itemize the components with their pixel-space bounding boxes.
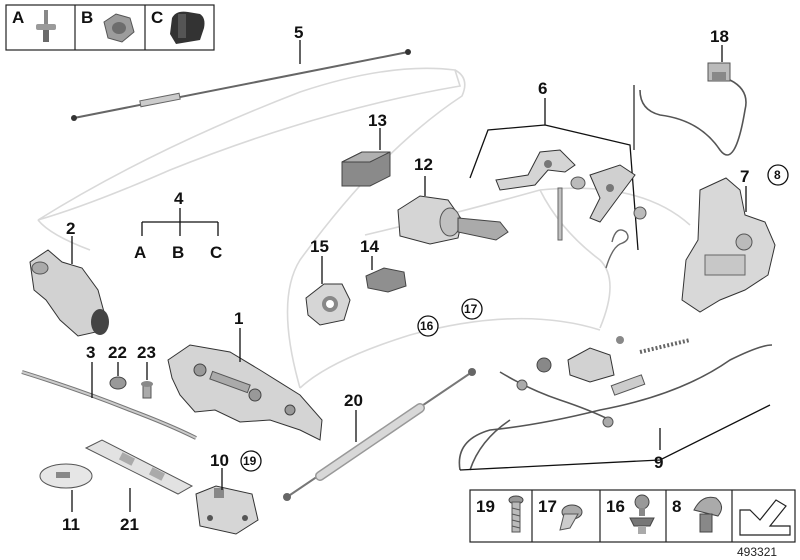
- legend-top: A B C: [5, 4, 215, 51]
- callout-5: 5: [294, 23, 303, 42]
- part-10-hinge-plate: [195, 468, 259, 535]
- svg-text:17: 17: [464, 302, 478, 316]
- legend-bottom: 19 17 16 8: [469, 489, 796, 543]
- part-9-release-cable: [458, 336, 773, 471]
- legend-letter-b: B: [81, 8, 93, 27]
- callout-18: 18: [710, 27, 729, 46]
- ball-stud-icon: [629, 494, 655, 534]
- callout-4: 4: [174, 189, 184, 208]
- hood-outline: [37, 67, 691, 389]
- legend-number-17: 17: [538, 497, 557, 516]
- callout-6: 6: [538, 79, 547, 98]
- circled-8: 8: [767, 164, 789, 186]
- part-15-bracket: [305, 256, 351, 326]
- group-4-letter-a: A: [134, 243, 146, 262]
- part-18-switch: [633, 45, 747, 156]
- callout-21: 21: [120, 515, 139, 534]
- expanding-rivet-icon: [559, 504, 583, 531]
- part-13-box: [341, 128, 391, 187]
- callout-20: 20: [344, 391, 363, 410]
- circled-16: 16: [417, 315, 439, 337]
- part-1-mechanism: [167, 328, 323, 441]
- svg-text:19: 19: [243, 454, 257, 468]
- callout-23: 23: [137, 343, 156, 362]
- callout-22: 22: [108, 343, 127, 362]
- callout-13: 13: [368, 111, 387, 130]
- rubber-buffer-icon: [693, 496, 722, 533]
- part-12-lock-cylinder: [397, 176, 509, 245]
- legend-number-19: 19: [476, 497, 495, 516]
- part-20-gas-strut: [283, 368, 476, 501]
- part-23-bolt: [141, 362, 153, 399]
- part-14-pad: [365, 256, 407, 293]
- callout-9: 9: [654, 453, 663, 472]
- callout-1: 1: [234, 309, 243, 328]
- group-4-letter-b: B: [172, 243, 184, 262]
- svg-text:8: 8: [774, 168, 781, 182]
- callout-10: 10: [210, 451, 229, 470]
- part-2-motor: [29, 236, 109, 337]
- callout-14: 14: [360, 237, 379, 256]
- group-4: 4 A B C: [134, 189, 222, 262]
- legend-letter-a: A: [12, 8, 24, 27]
- callout-3: 3: [86, 343, 95, 362]
- legend-number-16: 16: [606, 497, 625, 516]
- rubber-clip-icon: [170, 11, 205, 45]
- part-22-grommet: [109, 362, 127, 390]
- group-4-letter-c: C: [210, 243, 222, 262]
- circled-19: 19: [240, 450, 262, 472]
- legend-letter-c: C: [151, 8, 163, 27]
- direction-arrow-icon: [739, 499, 791, 536]
- callout-7: 7: [740, 167, 749, 186]
- callout-2: 2: [66, 219, 75, 238]
- part-21-strip: [84, 439, 194, 512]
- callout-15: 15: [310, 237, 329, 256]
- part-6-lock-group: [469, 98, 647, 269]
- screw-icon: [508, 495, 524, 533]
- callout-12: 12: [414, 155, 433, 174]
- hex-nut-icon: [103, 13, 135, 43]
- part-7-hood-lock: [681, 177, 776, 313]
- legend-number-8: 8: [672, 497, 681, 516]
- part-5-rod: [71, 40, 411, 121]
- part-11-plate: [39, 463, 93, 512]
- part-3-cable: [21, 362, 197, 440]
- reference-number: 493321: [737, 545, 777, 559]
- stud-bolt-icon: [36, 10, 56, 42]
- circled-17: 17: [461, 298, 483, 320]
- svg-text:16: 16: [420, 319, 434, 333]
- callout-11: 11: [62, 515, 80, 534]
